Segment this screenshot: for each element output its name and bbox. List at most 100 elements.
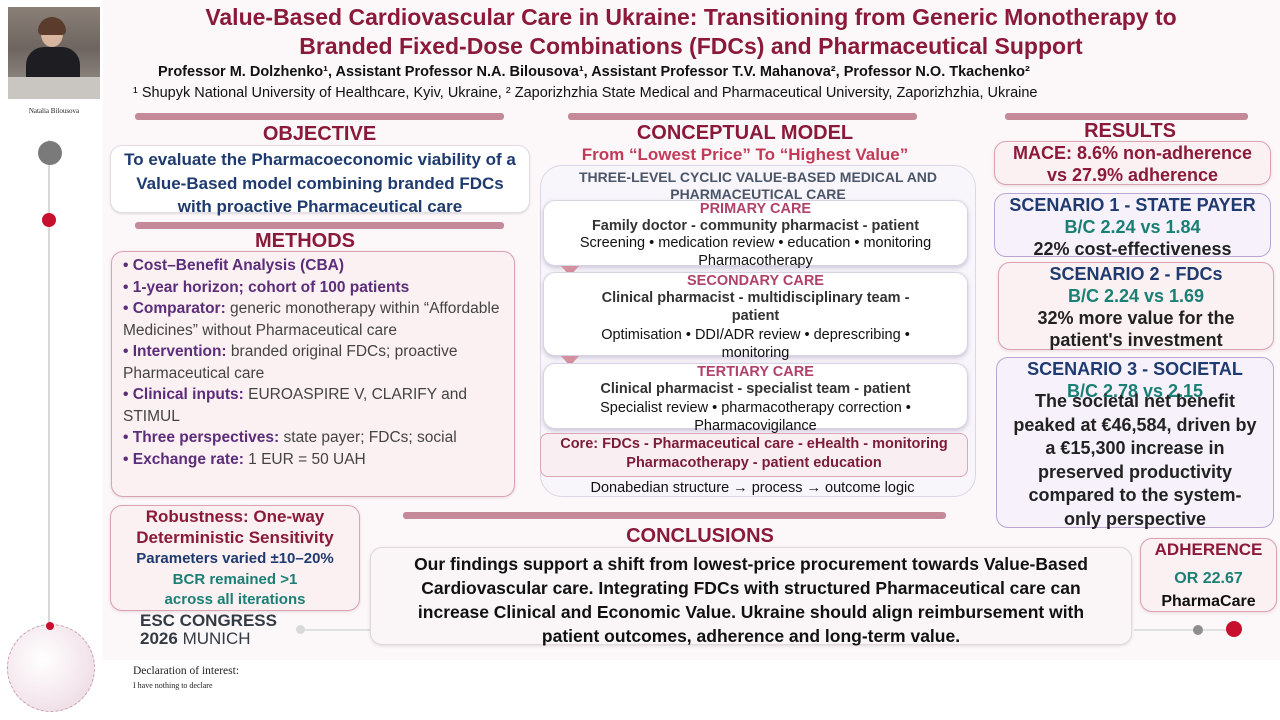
poster-affiliations: ¹ Shupyk National University of Healthca…	[133, 85, 1038, 101]
arrow-down-icon	[561, 356, 579, 366]
conclusions-card: Our findings support a shift from lowest…	[370, 547, 1132, 646]
core-card: Core: FDCs - Pharmaceutical care - eHeal…	[540, 433, 968, 477]
tier-primary-card: PRIMARY CARE Family doctor - community p…	[543, 200, 968, 269]
poster-title-line2: Branded Fixed-Dose Combinations (FDCs) a…	[299, 33, 1083, 59]
scenario1-bc: B/C 2.24 vs 1.84	[1064, 217, 1201, 237]
conceptual-heading: CONCEPTUAL MODEL	[636, 122, 854, 144]
robustness-card: Robustness: One-way Deterministic Sensit…	[110, 505, 360, 611]
methods-item: • 1-year horizon; cohort of 100 patients	[123, 277, 510, 299]
presenter-figure-hair	[38, 17, 66, 35]
methods-item-value: generic monotherapy within “Affordable M…	[123, 300, 500, 339]
methods-heading: METHODS	[255, 230, 355, 252]
scenario1-card: SCENARIO 1 - STATE PAYER B/C 2.24 vs 1.8…	[994, 193, 1271, 259]
scenario3-title: SCENARIO 3 - SOCIETAL	[1027, 359, 1243, 379]
methods-item-value: branded original FDCs; proactive Pharmac…	[123, 343, 458, 382]
lectern	[8, 77, 100, 99]
tier-tertiary-body: Specialist review • pharmacotherapy corr…	[600, 400, 911, 434]
results-heading: RESULTS	[1084, 120, 1176, 142]
slide-line	[1134, 629, 1234, 631]
conclusions-text: Our findings support a shift from lowest…	[414, 554, 1088, 646]
methods-item-value: EUROASPIRE V, CLARIFY and STIMUL	[123, 386, 467, 425]
methods-item-key: • Exchange rate:	[123, 450, 244, 468]
slide-dot-active[interactable]	[1226, 621, 1242, 637]
timeline-dot-marker[interactable]	[42, 213, 56, 227]
scenario2-note: 32% more value for the patient's investm…	[1037, 308, 1235, 350]
poster-title-line1: Value-Based Cardiovascular Care in Ukrai…	[205, 4, 1177, 30]
scenario2-bc: B/C 2.24 vs 1.69	[1067, 286, 1205, 306]
adherence-label: PharmaCare	[1161, 593, 1256, 610]
methods-item-key: • Comparator:	[123, 300, 226, 317]
methods-item: • Clinical inputs: EUROASPIRE V, CLARIFY…	[123, 384, 510, 427]
objective-text: To evaluate the Pharmacoeconomic viabili…	[124, 150, 516, 216]
slide-dot	[296, 625, 305, 634]
robustness-line2: BCR remained >1	[172, 571, 298, 588]
methods-list: • Cost–Benefit Analysis (CBA) • 1-year h…	[112, 252, 514, 470]
declaration-text: I have nothing to declare	[133, 681, 213, 690]
esc-congress-year: 2026	[140, 629, 178, 648]
methods-item: • Intervention: branded original FDCs; p…	[123, 341, 510, 384]
declaration-title: Declaration of interest:	[133, 665, 240, 677]
donabedian-logic: Donabedian structure → process → outcome…	[590, 480, 915, 496]
methods-item-key: • Cost–Benefit Analysis (CBA)	[123, 257, 345, 274]
robustness-title: Robustness: One-way Deterministic Sensit…	[136, 507, 334, 547]
scenario2-card: SCENARIO 2 - FDCs B/C 2.24 vs 1.69 32% m…	[998, 262, 1274, 350]
adherence-title: ADHERENCE	[1154, 540, 1263, 559]
objective-card: To evaluate the Pharmacoeconomic viabili…	[110, 145, 530, 216]
presenter-video[interactable]	[8, 7, 100, 99]
globe-logo	[7, 622, 95, 712]
scenario3-card: SCENARIO 3 - SOCIETAL B/C 2.78 vs 2.15 T…	[996, 357, 1274, 529]
scenario1-title: SCENARIO 1 - STATE PAYER	[1009, 195, 1256, 215]
adherence-card: ADHERENCE OR 22.67 PharmaCare	[1140, 538, 1277, 612]
methods-item-key: • 1-year horizon; cohort of 100 patients	[123, 278, 410, 296]
conclusions-heading: CONCLUSIONS	[626, 525, 774, 547]
scenario1-note: 22% cost-effectiveness	[1033, 239, 1232, 259]
esc-congress-city: MUNICH	[182, 629, 251, 648]
tier-secondary-card: SECONDARY CARE Clinical pharmacist - mul…	[543, 272, 968, 361]
divider-bar	[403, 512, 946, 519]
methods-card: • Cost–Benefit Analysis (CBA) • 1-year h…	[111, 251, 515, 497]
esc-congress-line2: 2026 MUNICH	[140, 630, 277, 648]
methods-item-key: • Three perspectives:	[123, 429, 280, 446]
scenario2-title: SCENARIO 2 - FDCs	[1049, 264, 1223, 284]
esc-congress-logo: ESC CONGRESS 2026 MUNICH	[140, 612, 277, 648]
methods-item: • Cost–Benefit Analysis (CBA)	[123, 255, 510, 277]
poster-authors: Professor M. Dolzhenko¹, Assistant Profe…	[158, 64, 1030, 80]
methods-item: • Exchange rate: 1 EUR = 50 UAH	[123, 449, 510, 471]
tier-secondary-sub: Clinical pharmacist - multidisciplinary …	[601, 290, 910, 324]
divider-bar	[1005, 113, 1248, 120]
timeline-dot-current[interactable]	[38, 141, 62, 165]
tier-secondary-title: SECONDARY CARE	[687, 273, 824, 289]
timeline-track	[48, 140, 50, 650]
tier-secondary-body: Optimisation • DDI/ADR review • deprescr…	[601, 327, 910, 361]
objective-heading: OBJECTIVE	[262, 123, 377, 145]
mace-line2: vs 27.9% adherence	[1046, 165, 1219, 185]
methods-item: • Three perspectives: state payer; FDCs;…	[123, 427, 510, 449]
presenter-name: Natalia Bilousova	[28, 107, 80, 115]
methods-item-value: 1 EUR = 50 UAH	[243, 450, 366, 468]
tier-tertiary-sub: Clinical pharmacist - specialist team - …	[600, 381, 911, 397]
methods-item-key: • Clinical inputs:	[123, 386, 244, 403]
slide-dot	[1193, 625, 1203, 635]
slide-line	[300, 629, 370, 631]
mace-line1: MACE: 8.6% non-adherence	[1012, 143, 1253, 163]
scenario3-bc: B/C 2.78 vs 2.15	[1066, 381, 1204, 401]
mace-card: MACE: 8.6% non-adherence vs 27.9% adhere…	[994, 141, 1271, 185]
divider-bar	[568, 113, 917, 120]
tier-tertiary-card: TERTIARY CARE Clinical pharmacist - spec…	[543, 363, 968, 434]
robustness-line3: across all iterations	[164, 591, 306, 608]
arrow-down-icon	[561, 266, 579, 276]
divider-bar	[135, 222, 504, 229]
tier-tertiary-title: TERTIARY CARE	[697, 364, 814, 380]
tier-primary-body: Screening • medication review • educatio…	[579, 235, 932, 269]
tier-primary-title: PRIMARY CARE	[699, 201, 812, 217]
robustness-line1: Parameters varied ±10–20%	[136, 550, 334, 567]
tier-primary-sub: Family doctor - community pharmacist - p…	[591, 218, 920, 234]
levels-title: THREE-LEVEL CYCLIC VALUE-BASED MEDICAL A…	[578, 169, 938, 202]
methods-item-key: • Intervention:	[123, 343, 227, 360]
poster-title: Value-Based Cardiovascular Care in Ukrai…	[105, 3, 1277, 61]
divider-bar	[135, 113, 504, 120]
core-text: Core: FDCs - Pharmaceutical care - eHeal…	[560, 436, 948, 471]
scenario3-note: The societal net benefit peaked at €46,5…	[1013, 391, 1257, 529]
methods-item: • Comparator: generic monotherapy within…	[123, 298, 510, 341]
